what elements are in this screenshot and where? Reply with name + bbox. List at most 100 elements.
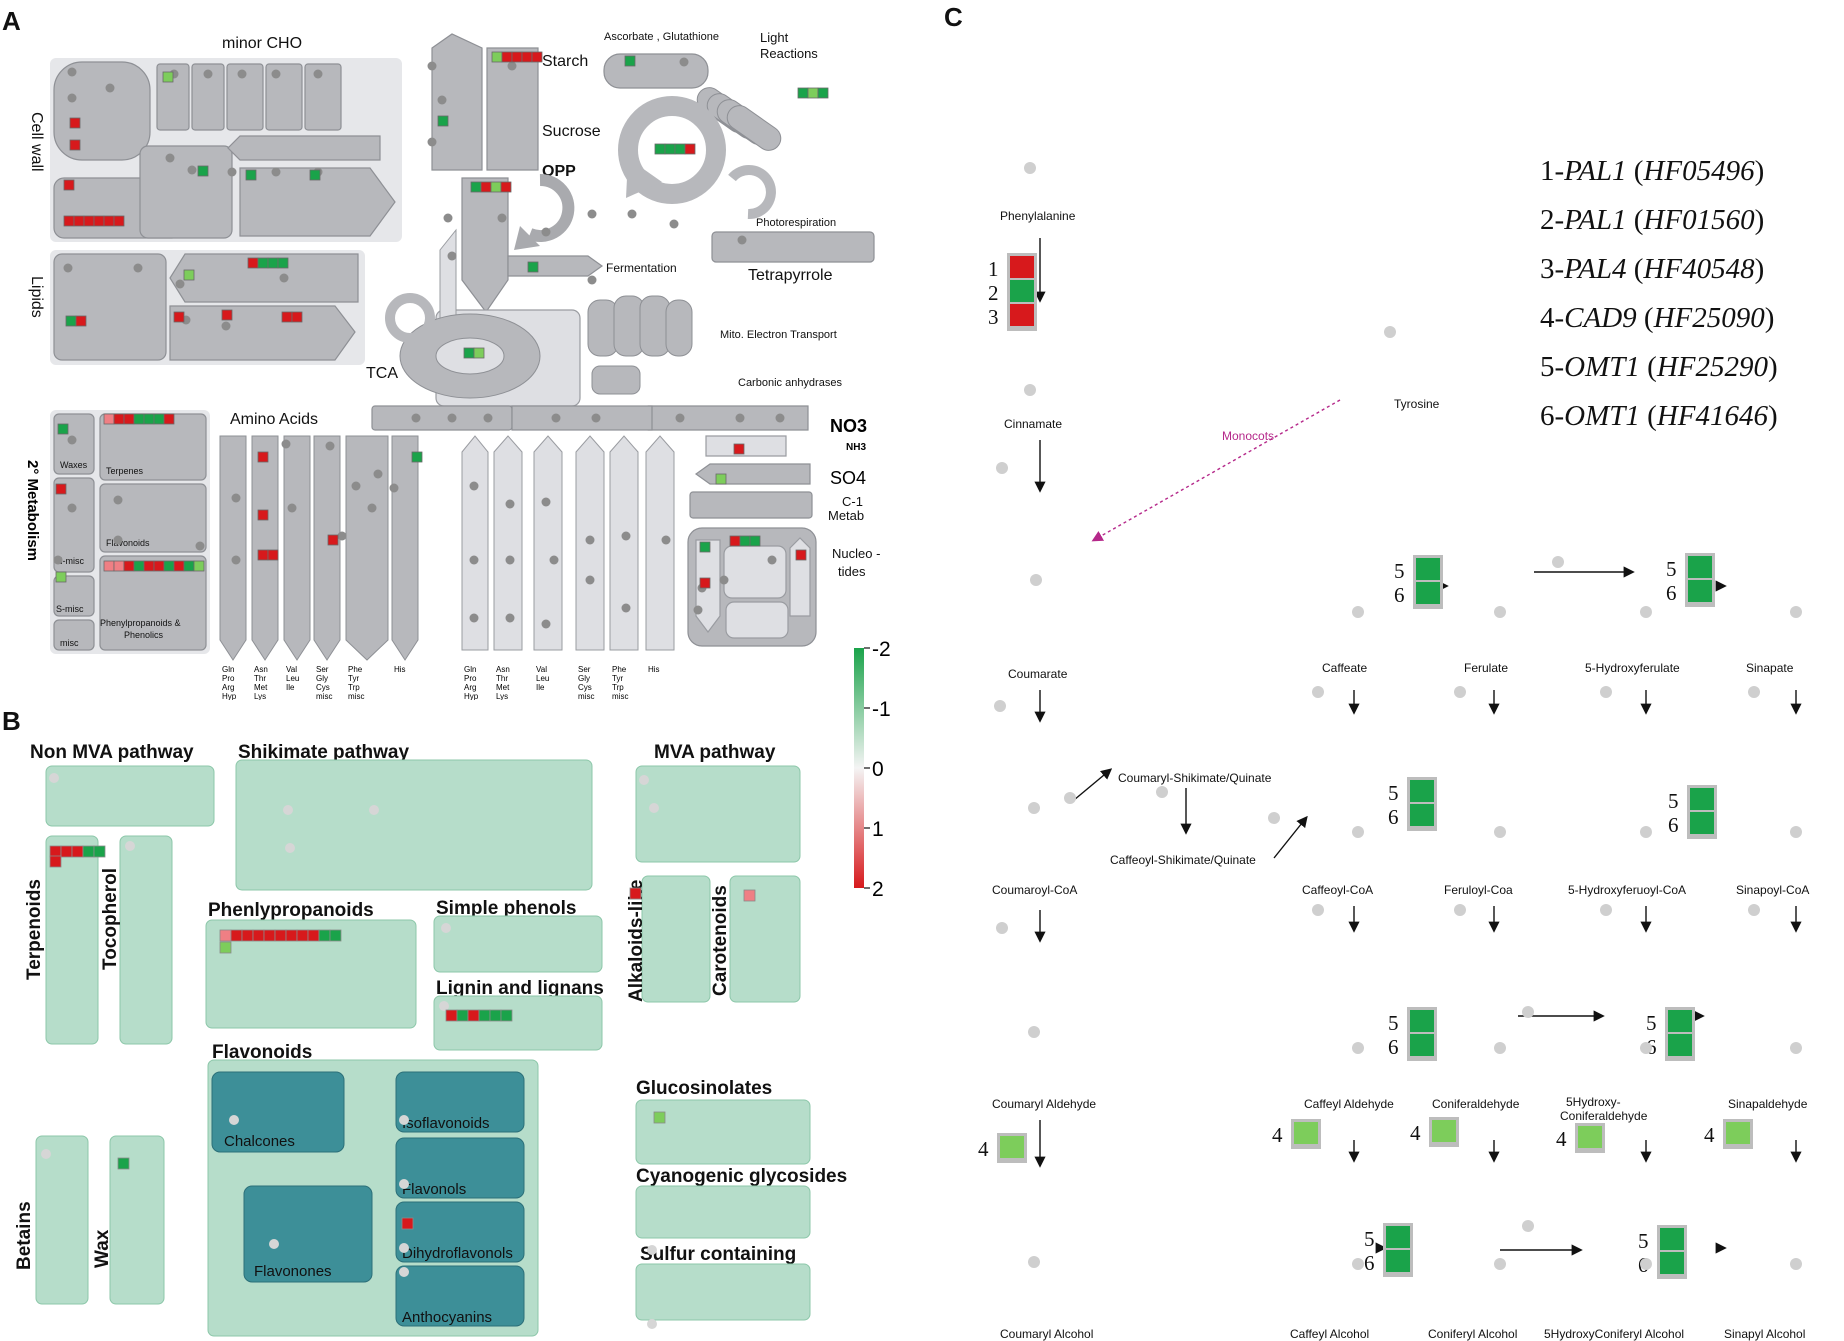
secondary-metabolism-label: 2° Metabolism [24, 460, 41, 561]
gene-dot [505, 613, 515, 623]
expression-tile [267, 257, 279, 269]
misc-label: misc [60, 638, 79, 648]
gene-dot [647, 1245, 657, 1255]
gene-number: 5 [1668, 789, 1679, 813]
amino-acid-column-2 [493, 435, 523, 651]
amino-acid-label: Asn [254, 665, 268, 674]
cyanogenic-label: Cyanogenic glycosides [636, 1166, 847, 1187]
amino-acid-label: misc [578, 692, 594, 700]
gene-dot [187, 165, 197, 175]
gene-legend-entry: 3-PAL4 (HF40548) [1540, 253, 1765, 285]
betains-label: Betains [14, 1201, 35, 1270]
gene-dot [227, 167, 237, 177]
gene-dot [587, 275, 597, 285]
gene-dot [113, 535, 123, 545]
compound-label: Caffeoyl-CoA [1302, 883, 1373, 897]
compound-label: Cinnamate [1004, 417, 1062, 431]
expression-tile [1416, 558, 1440, 580]
expression-tile [490, 181, 502, 193]
expression-tile [267, 549, 279, 561]
expression-tile [285, 929, 298, 942]
panel-a-mapman-overview: .bg { fill:#e6e7ea; stroke:none; } .bx {… [24, 30, 880, 700]
gene-dot [441, 923, 451, 933]
gene-dot [1790, 1042, 1802, 1054]
non-mva-label: Non MVA pathway [30, 742, 194, 763]
compound-label: Caffeyl Aldehyde [1304, 1097, 1394, 1111]
phenylpropanoids-label: Phenlypropanoids [208, 900, 374, 921]
expression-tile [49, 845, 62, 858]
gene-dot [1790, 826, 1802, 838]
expression-tile [445, 1009, 458, 1022]
expression-tile [1410, 804, 1434, 826]
amino-acid-column [391, 435, 419, 661]
expression-tile [1386, 1250, 1410, 1272]
expression-tile [75, 315, 87, 327]
expression-tile [467, 1009, 480, 1022]
expression-tile [411, 451, 423, 463]
gene-dot [675, 413, 685, 423]
gene-number: 3 [988, 305, 999, 329]
gene-dot [1454, 686, 1466, 698]
expression-tile [327, 534, 339, 546]
gene-dot [1600, 904, 1612, 916]
gene-dot [627, 209, 637, 219]
amino-acid-label: Thr [254, 674, 266, 683]
amino-acid-label: Phe [612, 665, 627, 674]
amino-acid-label: Gln [222, 665, 234, 674]
gene-dot [1640, 606, 1652, 618]
amino-acid-label: Gly [316, 674, 328, 683]
compound-label: Sinapoyl-CoA [1736, 883, 1809, 897]
gene-number: 6 [1666, 581, 1677, 605]
expression-tile [63, 179, 75, 191]
lignin-label: Lignin and lignans [436, 978, 604, 999]
gene-dot [621, 603, 631, 613]
expression-tile [49, 855, 62, 868]
glucosinolates-label: Glucosinolates [636, 1078, 772, 1099]
gene-dot [505, 555, 515, 565]
reaction-arrow [1091, 399, 1341, 542]
expression-tile [247, 257, 259, 269]
gene-legend: 1-PAL1 (HF05496)2-PAL1 (HF01560)3-PAL4 (… [1540, 155, 1840, 449]
expression-tile [173, 311, 185, 323]
expression-tile [83, 215, 95, 227]
expression-tile [733, 443, 745, 455]
expression-tile [531, 51, 543, 63]
gene-number: 4 [1704, 1123, 1715, 1147]
gene-dot [1352, 1258, 1364, 1270]
gene-dot [507, 61, 517, 71]
gene-dot [237, 69, 247, 79]
expression-tile [470, 181, 482, 193]
compound-label: Caffeyl Alcohol [1290, 1327, 1369, 1341]
gene-dot [279, 273, 289, 283]
expression-tile [1660, 1228, 1684, 1250]
gene-dot [281, 439, 291, 449]
gene-number: 5 [1638, 1229, 1649, 1253]
c1-label: C-1 [842, 494, 863, 509]
carbonic-label: Carbonic anhydrases [738, 377, 842, 389]
expression-tile [684, 143, 696, 155]
gene-dot [271, 167, 281, 177]
gene-legend-entry: 6-OMT1 (HF41646) [1540, 400, 1778, 432]
expression-tile [699, 577, 711, 589]
gene-dot [399, 1115, 409, 1125]
fermentation-label: Fermentation [606, 261, 677, 275]
expression-tile [113, 413, 125, 425]
amino-acid-label: Val [286, 665, 297, 674]
waxes-label: Waxes [60, 460, 88, 470]
gene-number: 5 [1666, 557, 1677, 581]
nucleo-label: Nucleo - [832, 546, 880, 561]
gene-legend-entry: 2-PAL1 (HF01560) [1540, 204, 1765, 236]
amino-acid-label: Ile [536, 683, 545, 692]
reaction-arrow [1073, 768, 1113, 801]
gene-dot [639, 775, 649, 785]
amino-acid-label: Pro [222, 674, 235, 683]
gene-number: 4 [1410, 1121, 1421, 1145]
gene-dot [1640, 826, 1652, 838]
expression-tile [797, 87, 809, 99]
amino-acids-label: Amino Acids [230, 411, 318, 428]
mva-label: MVA pathway [654, 742, 776, 763]
simple-phenols-label: Simple phenols [436, 898, 576, 919]
expression-tile [1688, 580, 1712, 602]
gene-dot [996, 922, 1008, 934]
gene-dot [549, 555, 559, 565]
